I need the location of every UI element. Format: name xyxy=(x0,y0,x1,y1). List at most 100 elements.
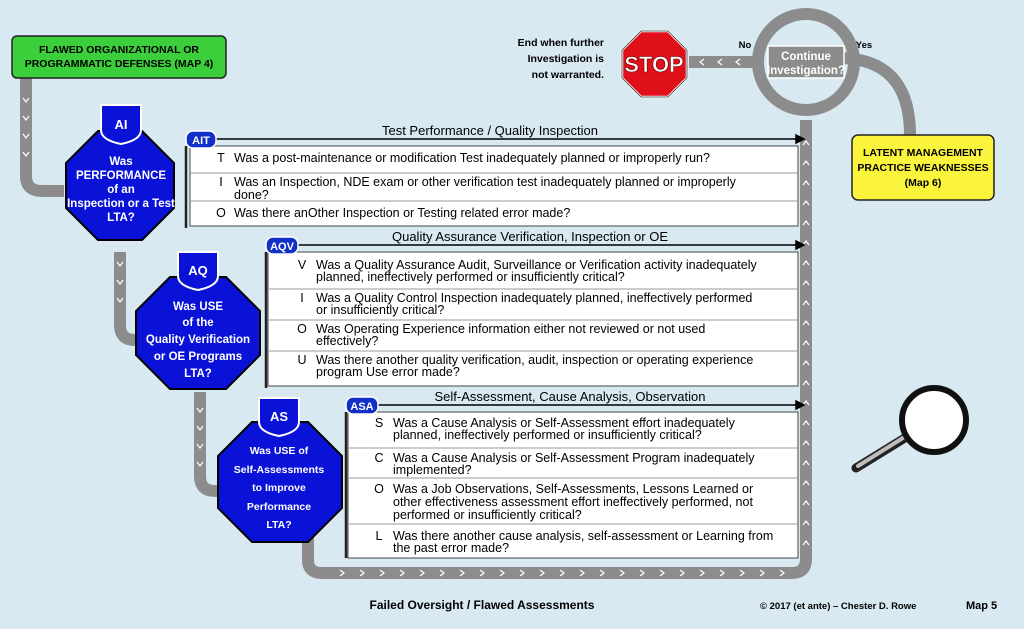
panel-ait xyxy=(189,145,799,227)
question-item: V Was a Quality Assurance Audit, Surveill… xyxy=(298,258,758,284)
chevron-right-icon xyxy=(759,569,765,577)
chevron-right-icon xyxy=(519,569,525,577)
chevron-up-icon xyxy=(802,380,810,386)
svg-text:AQ: AQ xyxy=(188,263,208,278)
question-line: or OE Programs xyxy=(154,351,242,363)
panel-aqv xyxy=(267,251,799,387)
panel-asa xyxy=(347,411,799,559)
svg-text:AI: AI xyxy=(115,117,128,132)
svg-text:End when further: End when further xyxy=(518,37,604,49)
question-line: Self-Assessments xyxy=(234,464,325,476)
chevron-right-icon xyxy=(719,569,725,577)
heading-aqv: Quality Assurance Verification, Inspecti… xyxy=(392,229,668,244)
svg-text:Investigation is: Investigation is xyxy=(528,53,605,65)
heading-asa: Self-Assessment, Cause Analysis, Observa… xyxy=(435,389,706,404)
item-text-line: program Use error made? xyxy=(316,365,460,379)
item-text-line: done? xyxy=(234,188,269,202)
panel-brackets xyxy=(184,146,348,558)
arrow-lines xyxy=(186,133,806,411)
chevron-up-icon xyxy=(802,160,810,166)
question-item: U Was there another quality verification,… xyxy=(297,353,753,379)
chevron-up-icon xyxy=(802,240,810,246)
item-letter: C xyxy=(374,451,383,465)
chevron-up-icon xyxy=(802,460,810,466)
chevron-up-icon xyxy=(802,320,810,326)
item-letter: T xyxy=(217,151,225,165)
stop-sign: STOP xyxy=(620,29,689,99)
pipe-aq-to-as xyxy=(194,392,220,497)
svg-text:AQV: AQV xyxy=(270,241,295,253)
tab-ait xyxy=(185,130,217,149)
pipe-source-to-ai xyxy=(20,78,64,197)
chevron-right-icon xyxy=(459,569,465,577)
latent-box: LATENT MANAGEMENT PRACTICE WEAKNESSES (M… xyxy=(851,134,995,201)
chevron-right-icon xyxy=(419,569,425,577)
chevron-up-icon xyxy=(802,340,810,346)
chevron-up-icon xyxy=(802,280,810,286)
chevron-up-icon xyxy=(802,220,810,226)
svg-text:Map 5: Map 5 xyxy=(966,600,997,612)
item-text-line: Was a Cause Analysis or Self-Assessment … xyxy=(393,451,755,465)
item-letter: V xyxy=(298,258,307,272)
chevron-right-icon xyxy=(479,569,485,577)
chevron-up-icon xyxy=(802,140,810,146)
svg-text:No: No xyxy=(739,40,752,51)
chevron-right-icon xyxy=(659,569,665,577)
chevron-right-icon xyxy=(379,569,385,577)
pipe-bottom-return xyxy=(302,120,812,579)
svg-text:ASA: ASA xyxy=(350,401,373,413)
question-line: LTA? xyxy=(184,368,212,380)
chevron-up-icon xyxy=(802,420,810,426)
question-line: Performance xyxy=(247,501,311,513)
question-line: Was xyxy=(109,156,132,168)
tab-aqv xyxy=(265,236,299,255)
item-text-line: planned, ineffectively performed or insu… xyxy=(316,270,625,284)
chevron-up-icon xyxy=(802,500,810,506)
svg-text:STOP: STOP xyxy=(624,52,684,77)
item-letter: U xyxy=(297,353,306,367)
question-line: of the xyxy=(182,317,213,329)
item-text-line: Was there another cause analysis, self-a… xyxy=(393,529,773,543)
pipe-ai-to-aq xyxy=(114,252,140,346)
question-line: to Improve xyxy=(252,482,306,494)
chevron-right-icon xyxy=(399,569,405,577)
svg-text:Yes: Yes xyxy=(856,40,872,51)
item-text-line: Was there another quality verification, … xyxy=(316,353,753,367)
source-box: FLAWED ORGANIZATIONAL OR PROGRAMMATIC DE… xyxy=(11,35,227,79)
svg-text:LATENT MANAGEMENT: LATENT MANAGEMENT xyxy=(863,147,984,159)
chevron-right-icon xyxy=(539,569,545,577)
chevron-up-icon xyxy=(802,200,810,206)
item-letter: O xyxy=(374,482,384,496)
item-text-line: Was a Job Observations, Self-Assessments… xyxy=(393,482,753,496)
chevron-up-icon xyxy=(802,520,810,526)
chevron-right-icon xyxy=(559,569,565,577)
chevron-right-icon xyxy=(439,569,445,577)
svg-text:Investigation?: Investigation? xyxy=(767,65,845,77)
heading-ait: Test Performance / Quality Inspection xyxy=(382,123,598,138)
item-letter: O xyxy=(216,206,226,220)
svg-text:PRACTICE WEAKNESSES: PRACTICE WEAKNESSES xyxy=(857,162,988,174)
pipe-no-branch: No xyxy=(689,40,760,68)
chevron-right-icon xyxy=(339,569,345,577)
chevron-up-icon xyxy=(802,480,810,486)
question-line: PERFORMANCE xyxy=(76,170,166,182)
tabs: AIT AQV ASA xyxy=(185,130,379,415)
item-text-line: planned, ineffectively performed or insu… xyxy=(393,428,702,442)
footer: Failed Oversight / Flawed Assessments © … xyxy=(370,598,998,612)
item-text-line: Was a post-maintenance or modification T… xyxy=(234,151,710,165)
magnifying-glass-icon xyxy=(851,385,969,473)
chevron-right-icon xyxy=(699,569,705,577)
chevron-up-icon xyxy=(802,180,810,186)
item-text-line: Was a Quality Assurance Audit, Surveilla… xyxy=(316,258,757,272)
question-line: Was USE of xyxy=(250,445,309,457)
svg-text:Continue: Continue xyxy=(781,51,831,63)
chevron-right-icon xyxy=(679,569,685,577)
